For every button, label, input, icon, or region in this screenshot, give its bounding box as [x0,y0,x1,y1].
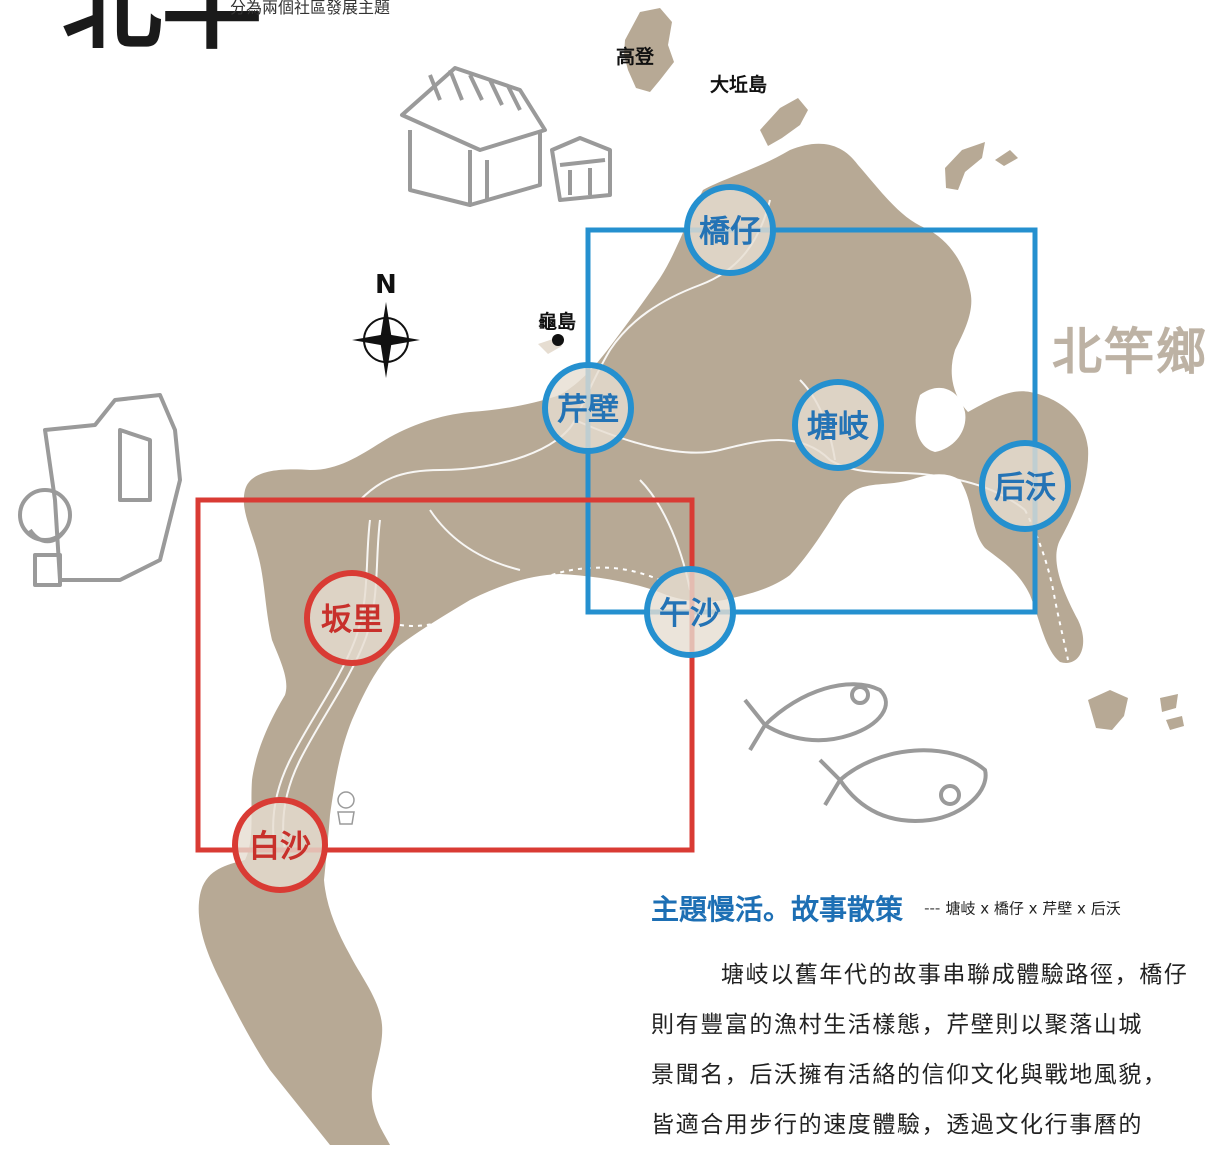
island-label-dakan: 大坵島 [710,74,768,96]
small-island-e3 [1166,716,1184,730]
small-island-ne2 [995,150,1018,166]
theme-area-red [195,497,695,853]
shrine-illustration [18,393,182,587]
village-label-banli: 坂里 [321,602,383,638]
body-line: 則有豐富的漁村生活樣態，芹壁則以聚落山城 [651,1012,1143,1038]
page-subtitle: 分為兩個社區發展主題 [230,0,391,17]
village-marker-houwo: 后沃 [979,440,1071,532]
dotted-trails [399,509,1069,661]
village-label-wusha: 午沙 [659,596,721,632]
guidao-marker [552,334,564,346]
village-marker-qiaobi: 芹壁 [542,362,634,454]
gaodeng-island [624,8,674,92]
small-island-e2 [1160,694,1178,712]
village-label-tangqi: 塘岐 [807,409,869,445]
small-island-e1 [1088,690,1128,730]
body-line: 皆適合用步行的速度體驗，透過文化行事曆的 [651,1112,1143,1138]
theme-title: 主題慢活。故事散策 [651,893,904,926]
small-island-ne [945,142,985,190]
theme-villages: 塘岐 x 橋仔 x 芹壁 x 后沃 [945,899,1121,918]
village-label-qiaobi: 芹壁 [557,392,619,428]
lisa-signature [337,791,355,825]
body-line: 塘岐以舊年代的故事串聯成體驗路徑，橋仔 [721,962,1189,988]
island-label-guidao: 龜島 [538,311,577,333]
page-title: 北竿 [62,0,262,63]
tangqi-inlet [915,387,966,452]
compass-north-label: N [375,270,397,300]
body-paragraph: 塘岐以舊年代的故事串聯成體驗路徑，橋仔 則有豐富的漁村生活樣態，芹壁則以聚落山城… [651,950,1207,1150]
village-marker-banli: 坂里 [304,570,400,666]
dakan-island [760,98,808,146]
village-marker-baisha: 白沙 [232,797,328,893]
village-marker-tangqi: 塘岐 [792,379,884,471]
region-label: 北竿鄉 [1052,323,1207,381]
island-label-gaodeng: 高登 [616,46,655,68]
fish-illustration [743,682,988,823]
village-marker-qiaozai: 橋仔 [684,184,776,276]
village-label-baisha: 白沙 [249,829,311,865]
compass-icon [352,302,420,378]
village-label-houwo: 后沃 [994,470,1056,506]
theme-separator: --- [924,899,941,917]
body-line: 景聞名，后沃擁有活絡的信仰文化與戰地風貌， [651,1062,1168,1088]
house-illustration [400,66,612,207]
village-label-qiaozai: 橋仔 [699,214,761,250]
village-marker-wusha: 午沙 [644,566,736,658]
theme-heading: 主題慢活。故事散策 --- 塘岐 x 橋仔 x 芹壁 x 后沃 [651,888,1207,928]
